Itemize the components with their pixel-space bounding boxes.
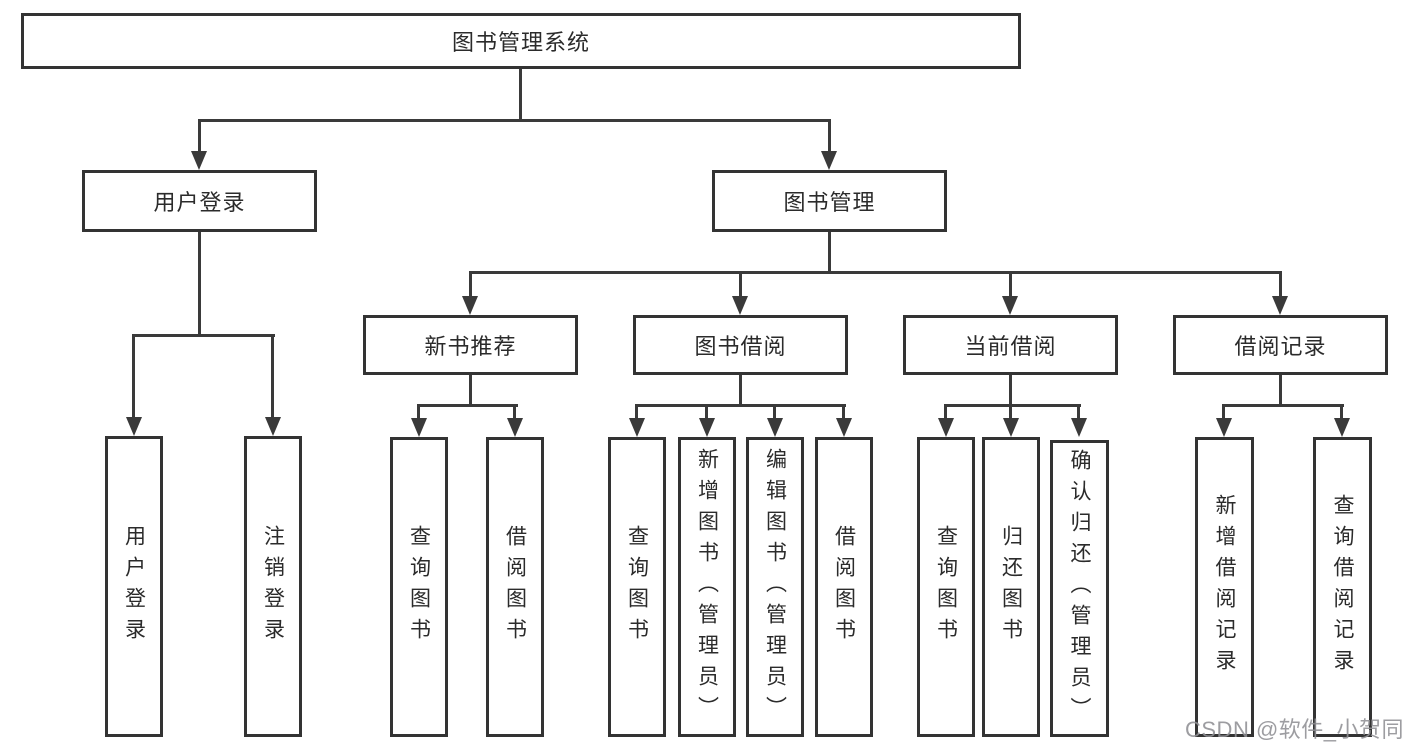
leaf-newbook-borrow-books: 借阅图书 — [486, 437, 544, 737]
leaf-borrowing-query-books: 查询图书 — [608, 437, 666, 737]
connector-drop — [1009, 271, 1012, 298]
leaf-current-confirm-return-admin: 确认归还（管理员） — [1050, 440, 1109, 737]
connector-bus — [132, 334, 275, 337]
connector-stem — [739, 373, 742, 406]
arrowhead-down-icon — [938, 418, 954, 437]
node-label: 注销登录 — [261, 524, 285, 649]
connector-stem — [1009, 373, 1012, 406]
connector-bus — [1222, 404, 1344, 407]
connector-bus — [417, 404, 518, 407]
arrowhead-down-icon — [1003, 418, 1019, 437]
node-label: 图书管理 — [783, 190, 876, 215]
connector-drop — [842, 404, 845, 420]
connector-stem — [469, 373, 472, 406]
connector-drop — [1279, 271, 1282, 298]
node-label: 新增借阅记录 — [1213, 494, 1236, 680]
csdn-watermark: CSDN @软件_小贺同学 — [1185, 717, 1405, 742]
connector-drop — [1340, 404, 1343, 420]
arrowhead-down-icon — [629, 418, 645, 437]
arrowhead-down-icon — [732, 296, 748, 315]
leaf-records-query-borrow-record: 查询借阅记录 — [1313, 437, 1372, 737]
node-label: 查询借阅记录 — [1331, 494, 1354, 680]
arrowhead-down-icon — [1334, 418, 1350, 437]
node-book-borrowing: 图书借阅 — [633, 315, 848, 375]
node-label: 新增图书（管理员） — [695, 447, 719, 727]
leaf-user-login: 用户登录 — [105, 436, 163, 737]
node-label: 图书借阅 — [694, 334, 787, 359]
connector-root-stem — [519, 68, 522, 121]
leaf-current-return-books: 归还图书 — [982, 437, 1040, 737]
node-current-borrowing: 当前借阅 — [903, 315, 1118, 375]
node-new-book-recommendation: 新书推荐 — [363, 315, 578, 375]
arrowhead-down-icon — [1002, 296, 1018, 315]
connector-root-bus — [198, 119, 831, 122]
arrowhead-down-icon — [191, 151, 207, 170]
leaf-newbook-query-books: 查询图书 — [390, 437, 448, 737]
connector-stem — [828, 231, 831, 273]
arrowhead-down-icon — [126, 417, 142, 436]
connector-bus — [469, 271, 1282, 274]
node-user-login: 用户登录 — [82, 170, 317, 232]
node-label: 新书推荐 — [424, 334, 517, 359]
node-borrowing-records: 借阅记录 — [1173, 315, 1388, 375]
node-label: 借阅图书 — [832, 525, 856, 649]
arrowhead-down-icon — [265, 417, 281, 436]
connector-stem — [198, 231, 201, 336]
arrowhead-down-icon — [411, 418, 427, 437]
node-label: 图书管理系统 — [451, 30, 590, 55]
connector-drop — [417, 404, 420, 420]
leaf-borrowing-borrow-books: 借阅图书 — [815, 437, 873, 737]
arrowhead-down-icon — [507, 418, 523, 437]
node-label: 查询图书 — [625, 525, 649, 649]
leaf-borrowing-edit-books-admin: 编辑图书（管理员） — [746, 437, 804, 737]
node-label: 查询图书 — [407, 525, 431, 649]
connector-drop — [828, 119, 831, 153]
arrowhead-down-icon — [836, 418, 852, 437]
node-library-management-system: 图书管理系统 — [21, 13, 1021, 69]
connector-drop — [132, 334, 135, 419]
leaf-borrowing-add-books-admin: 新增图书（管理员） — [678, 437, 736, 737]
connector-drop — [773, 404, 776, 420]
connector-drop — [271, 334, 274, 419]
arrowhead-down-icon — [821, 151, 837, 170]
connector-drop — [1222, 404, 1225, 420]
leaf-current-query-books: 查询图书 — [917, 437, 975, 737]
node-label: 借阅图书 — [503, 525, 527, 649]
arrowhead-down-icon — [1071, 418, 1087, 437]
node-label: 确认归还（管理员） — [1068, 449, 1091, 728]
leaf-logout: 注销登录 — [244, 436, 302, 737]
connector-drop — [1077, 404, 1080, 420]
connector-drop — [944, 404, 947, 420]
node-book-management: 图书管理 — [712, 170, 947, 232]
node-label: 查询图书 — [934, 525, 958, 649]
node-label: 归还图书 — [999, 525, 1023, 649]
connector-drop — [705, 404, 708, 420]
arrowhead-down-icon — [462, 296, 478, 315]
connector-drop — [739, 271, 742, 298]
arrowhead-down-icon — [1216, 418, 1232, 437]
leaf-records-add-borrow-record: 新增借阅记录 — [1195, 437, 1254, 737]
connector-drop — [469, 271, 472, 298]
node-label: 用户登录 — [153, 190, 246, 215]
connector-drop — [635, 404, 638, 420]
node-label: 用户登录 — [122, 524, 146, 649]
connector-drop — [513, 404, 516, 420]
connector-drop — [198, 119, 201, 153]
connector-bus — [635, 404, 846, 407]
arrowhead-down-icon — [1272, 296, 1288, 315]
node-label: 当前借阅 — [964, 334, 1057, 359]
connector-stem — [1279, 373, 1282, 406]
connector-drop — [1009, 404, 1012, 420]
node-label: 借阅记录 — [1234, 334, 1327, 359]
node-label: 编辑图书（管理员） — [763, 447, 787, 727]
arrowhead-down-icon — [699, 418, 715, 437]
arrowhead-down-icon — [767, 418, 783, 437]
connector-bus — [944, 404, 1081, 407]
